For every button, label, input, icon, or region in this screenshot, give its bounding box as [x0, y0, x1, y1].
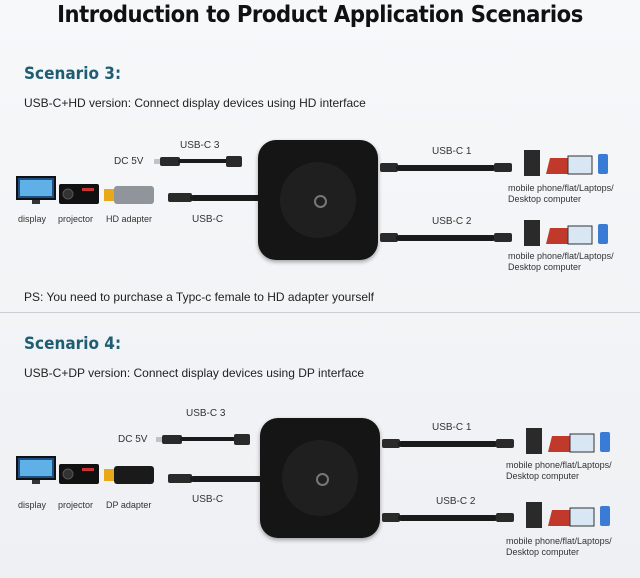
usb-c-2-label: USB-C 2: [432, 216, 472, 227]
devices-2-label: mobile phone/flat/Laptops/Desktop comput…: [508, 251, 614, 272]
usb-c-2-plug-left: [380, 233, 398, 242]
usb-c-1-cable: [398, 441, 498, 447]
devices-1-label: mobile phone/flat/Laptops/Desktop comput…: [508, 183, 614, 204]
hub-logo-icon: [314, 195, 327, 208]
usb-c-3-plug: [226, 156, 242, 167]
display-label: display: [18, 500, 47, 510]
adapter-label: DP adapter: [106, 500, 152, 510]
projector-label: projector: [58, 214, 94, 224]
dc-plug-tip: [156, 437, 164, 442]
dc-plug-tip: [154, 159, 162, 164]
usb-c-2-plug-left: [382, 513, 400, 522]
devices-group-1-icon: [526, 428, 610, 454]
usb-c-cable: [190, 476, 262, 482]
usb-c-1-plug-right: [496, 439, 514, 448]
usb-c-2-cable: [396, 235, 496, 241]
hub-logo-icon: [316, 473, 329, 486]
dc-plug: [162, 435, 182, 444]
usb-c-1-plug-left: [382, 439, 400, 448]
devices-group-2-icon: [526, 502, 610, 528]
scenario-4-description: USB-C+DP version: Connect display device…: [24, 366, 365, 380]
scenario-4-heading: Scenario 4:: [24, 334, 122, 354]
usb-c-1-cable: [396, 165, 496, 171]
usb-c-3-plug: [234, 434, 250, 445]
usb-c-2-label: USB-C 2: [436, 496, 476, 507]
scenario-3-note: PS: You need to purchase a Typc-c female…: [24, 290, 374, 304]
usb-c-3-label: USB-C 3: [180, 140, 220, 151]
usb-c-2-plug-right: [496, 513, 514, 522]
adapter-label: HD adapter: [106, 214, 153, 224]
dc-cable: [180, 437, 236, 441]
usb-c-3-label: USB-C 3: [186, 408, 226, 419]
devices-group-2-icon: [524, 220, 608, 246]
scenario-3-heading: Scenario 3:: [24, 64, 122, 84]
display-icon: [16, 176, 56, 204]
usb-c-label: USB-C: [192, 494, 224, 505]
usb-c-1-label: USB-C 1: [432, 146, 472, 157]
usb-c-2-cable: [398, 515, 498, 521]
display-label: display: [18, 214, 47, 224]
hd-adapter-icon: [104, 186, 154, 204]
devices-group-1-icon: [524, 150, 608, 176]
dp-adapter-icon: [104, 466, 154, 484]
devices-1-label: mobile phone/flat/Laptops/Desktop comput…: [506, 460, 612, 481]
usb-c-1-label: USB-C 1: [432, 422, 472, 433]
hub-device: [260, 418, 380, 538]
usb-c-cable: [190, 195, 262, 201]
devices-2-label: mobile phone/flat/Laptops/Desktop comput…: [506, 536, 612, 557]
hub-device: [258, 140, 378, 260]
dc-5v-label: DC 5V: [118, 434, 148, 445]
projector-icon: [59, 464, 99, 484]
page-title: Introduction to Product Application Scen…: [57, 2, 583, 28]
projector-icon: [59, 184, 99, 204]
projector-label: projector: [58, 500, 94, 510]
dc-plug: [160, 157, 180, 166]
usb-c-1-plug-left: [380, 163, 398, 172]
usb-c-plug: [168, 474, 192, 483]
usb-c-label: USB-C: [192, 214, 224, 225]
scenario-3-description: USB-C+HD version: Connect display device…: [24, 96, 366, 110]
usb-c-1-plug-right: [494, 163, 512, 172]
display-icon: [16, 456, 56, 484]
usb-c-plug: [168, 193, 192, 202]
dc-cable: [178, 159, 228, 163]
section-divider: [0, 312, 640, 313]
dc-5v-label: DC 5V: [114, 156, 144, 167]
usb-c-2-plug-right: [494, 233, 512, 242]
